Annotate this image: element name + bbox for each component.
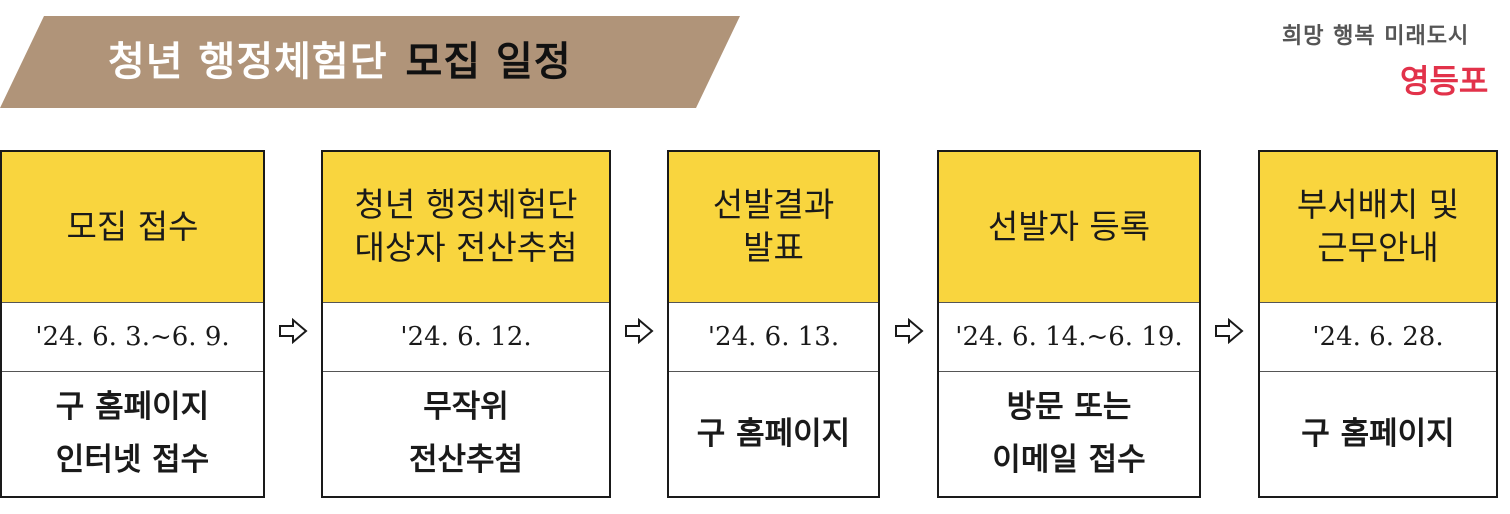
right-arrow-icon [895, 318, 924, 344]
step-description: 무작위 전산추첨 [408, 389, 524, 478]
logo-name: 영등포 [1400, 62, 1489, 100]
right-arrow-icon [625, 318, 654, 344]
step-date: '24. 6. 28. [1260, 303, 1496, 372]
step-lottery: 청년 행정체험단 대상자 전산추첨 '24. 6. 12. 무작위 전산추첨 [321, 150, 611, 498]
logo-slogan: 희망 행복 미래도시 [1282, 24, 1470, 49]
step-date: '24. 6. 13. [669, 303, 878, 372]
yeongdeungpo-logo: 희망 행복 미래도시 영등포 [1282, 12, 1492, 112]
page-title-part1: 청년 행정체험단 [108, 39, 388, 85]
right-arrow-icon [1215, 318, 1244, 344]
step-title: 모집 접수 [2, 152, 263, 303]
step-title: 부서배치 및 근무안내 [1260, 152, 1496, 303]
step-date: '24. 6. 3.~6. 9. [2, 303, 263, 372]
step-registration: 선발자 등록 '24. 6. 14.~6. 19. 방문 또는 이메일 접수 [937, 150, 1201, 498]
step-description: 구 홈페이지 인터넷 접수 [55, 389, 210, 478]
banner-background [0, 16, 740, 108]
right-arrow-icon [279, 318, 308, 344]
step-title: 선발결과 발표 [669, 152, 878, 303]
step-description: 구 홈페이지 [696, 415, 851, 452]
step-title: 청년 행정체험단 대상자 전산추첨 [323, 152, 609, 303]
page-title: 청년 행정체험단 모집 일정 [108, 16, 572, 108]
title-banner: 청년 행정체험단 모집 일정 [0, 16, 740, 108]
step-date: '24. 6. 12. [323, 303, 609, 372]
step-date: '24. 6. 14.~6. 19. [939, 303, 1199, 372]
page-title-part2: 모집 일정 [405, 39, 572, 85]
step-title: 선발자 등록 [939, 152, 1199, 303]
step-description: 방문 또는 이메일 접수 [992, 389, 1146, 478]
step-description: 구 홈페이지 [1301, 415, 1455, 452]
step-recruitment: 모집 접수 '24. 6. 3.~6. 9. 구 홈페이지 인터넷 접수 [0, 150, 265, 498]
step-assignment: 부서배치 및 근무안내 '24. 6. 28. 구 홈페이지 [1258, 150, 1498, 498]
step-announcement: 선발결과 발표 '24. 6. 13. 구 홈페이지 [667, 150, 880, 498]
